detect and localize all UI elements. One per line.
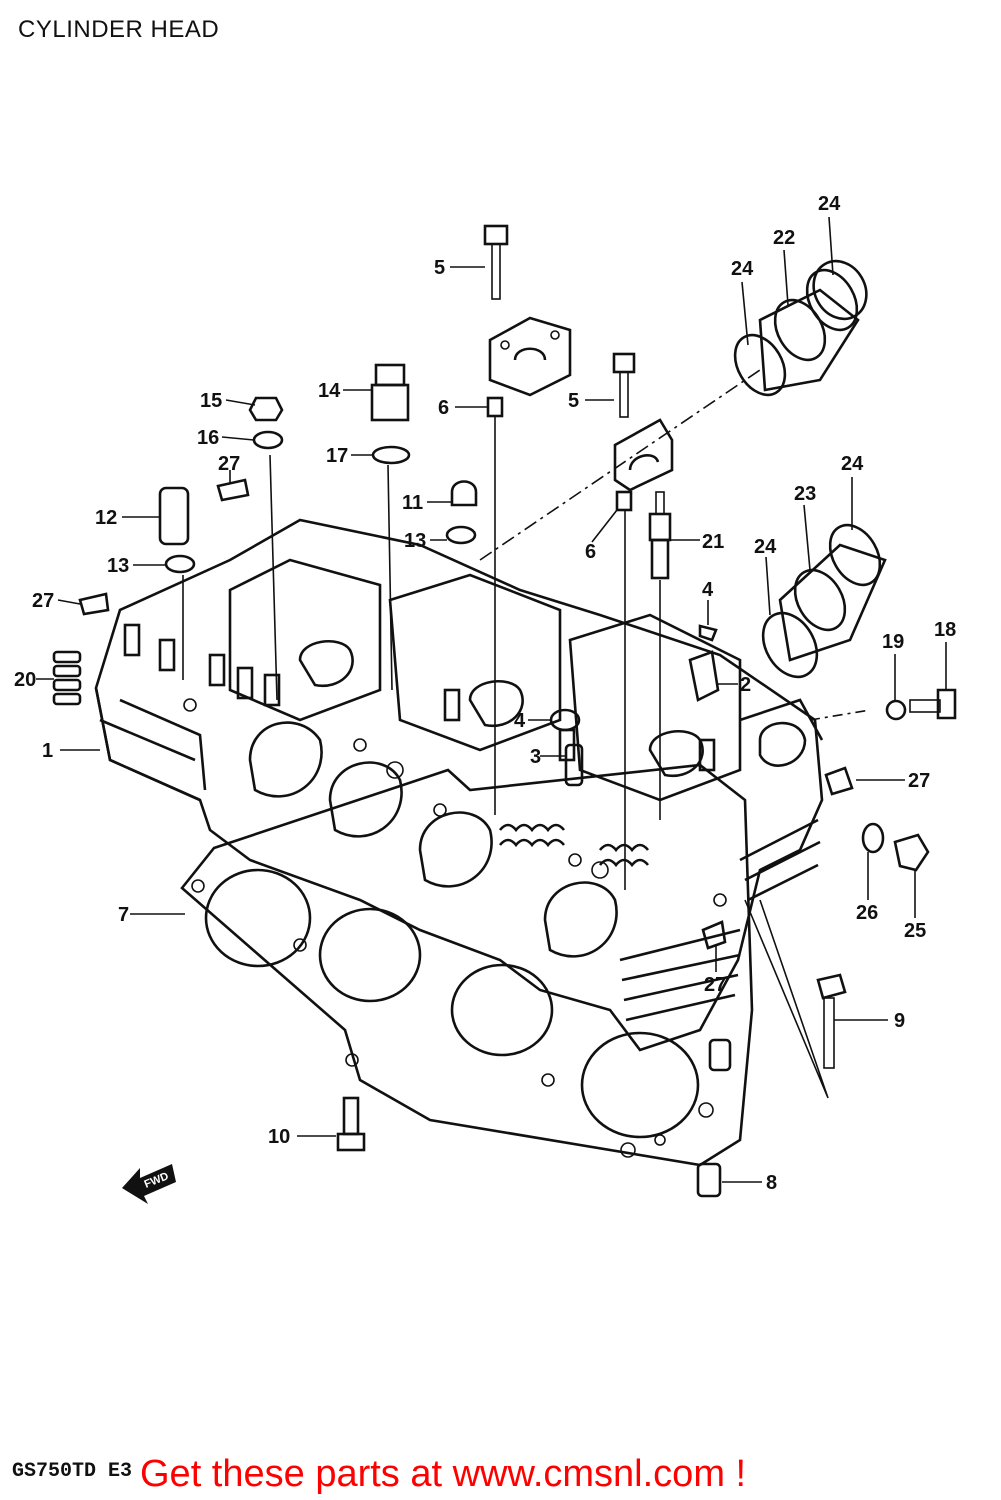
washer-19 — [885, 699, 907, 721]
leader-lines — [744, 899, 829, 1099]
callout-26: 26 — [856, 902, 878, 924]
callout-24: 24 — [731, 258, 754, 280]
callout-16: 16 — [197, 427, 219, 449]
cylinder-head-body — [94, 518, 824, 1052]
callout-4: 4 — [514, 710, 526, 732]
dowel-8-upper — [708, 1038, 732, 1072]
dowel-8 — [696, 1162, 722, 1198]
callout-13: 13 — [107, 555, 129, 577]
cap-nut-11 — [450, 480, 478, 507]
cam-cap-right — [613, 418, 674, 492]
callout-18: 18 — [934, 619, 956, 641]
bolt-18 — [909, 688, 957, 720]
cap-27 — [78, 592, 110, 616]
head-gasket — [180, 763, 754, 1167]
callout-25: 25 — [904, 920, 926, 942]
guide-3 — [564, 743, 584, 787]
spark-plug — [648, 491, 672, 580]
washer — [445, 525, 477, 545]
callout-6: 6 — [585, 541, 596, 563]
callout-23: 23 — [794, 483, 816, 505]
callout-27: 27 — [218, 453, 240, 475]
bolt-10 — [336, 1096, 366, 1152]
callout-10: 10 — [268, 1126, 290, 1148]
dowel-pin — [615, 490, 633, 512]
washer — [164, 554, 196, 574]
plug-25 — [893, 833, 930, 872]
callout-3: 3 — [530, 746, 541, 768]
callout-2: 2 — [740, 674, 751, 696]
model-code: GS750TD E3 — [12, 1460, 133, 1483]
callout-9: 9 — [894, 1010, 905, 1032]
clip-4 — [698, 624, 718, 642]
o-ring — [371, 445, 411, 465]
callout-15: 15 — [200, 390, 222, 412]
callout-27: 27 — [32, 590, 54, 612]
centerline — [479, 369, 761, 561]
callout-24: 24 — [754, 536, 777, 558]
stud-bolt-9 — [816, 973, 847, 1069]
oil-pipe-12 — [158, 486, 190, 546]
callout-12: 12 — [95, 507, 117, 529]
intake-pipe-upper — [733, 259, 868, 397]
gasket-26 — [861, 822, 885, 854]
promo-link[interactable]: Get these parts at www.cmsnl.com ! — [140, 1453, 747, 1495]
callout-19: 19 — [882, 631, 904, 653]
callout-6: 6 — [438, 397, 449, 419]
part-14-tensioner — [370, 363, 410, 422]
cap-27 — [701, 920, 727, 950]
cap-bolt — [612, 352, 636, 418]
callout-14: 14 — [318, 380, 341, 402]
callout-17: 17 — [326, 445, 348, 467]
nut — [248, 396, 284, 422]
guide-2 — [688, 650, 720, 702]
callout-1: 1 — [42, 740, 53, 762]
callout-27: 27 — [908, 770, 930, 792]
callout-21: 21 — [702, 531, 724, 553]
cap-27 — [824, 766, 854, 796]
intake-pipe-lower — [761, 523, 887, 679]
callout-8: 8 — [766, 1172, 777, 1194]
callout-5: 5 — [434, 257, 445, 279]
callout-27: 27 — [704, 974, 726, 996]
callout-24: 24 — [841, 453, 864, 475]
callout-24: 24 — [818, 193, 841, 215]
cam-cap-center — [488, 316, 572, 397]
callout-leaders — [36, 216, 947, 1183]
callout-labels: 24 22 24 5 14 15 6 5 16 17 27 24 11 23 1… — [14, 193, 956, 1194]
cap-bolt — [483, 224, 509, 300]
callout-13: 13 — [404, 530, 426, 552]
callout-4: 4 — [702, 579, 714, 601]
page-title: CYLINDER HEAD — [18, 16, 220, 43]
plug-set-20 — [52, 650, 82, 706]
washer — [252, 430, 284, 450]
callout-11: 11 — [402, 492, 423, 514]
centerline — [809, 709, 871, 721]
cap-27 — [216, 478, 250, 502]
callout-20: 20 — [14, 669, 36, 691]
seal-4 — [549, 708, 581, 732]
callout-5: 5 — [568, 390, 579, 412]
callout-22: 22 — [773, 227, 795, 249]
callout-7: 7 — [118, 904, 129, 926]
fwd-arrow-icon: FWD — [122, 1164, 176, 1204]
dowel-pin — [486, 396, 504, 418]
